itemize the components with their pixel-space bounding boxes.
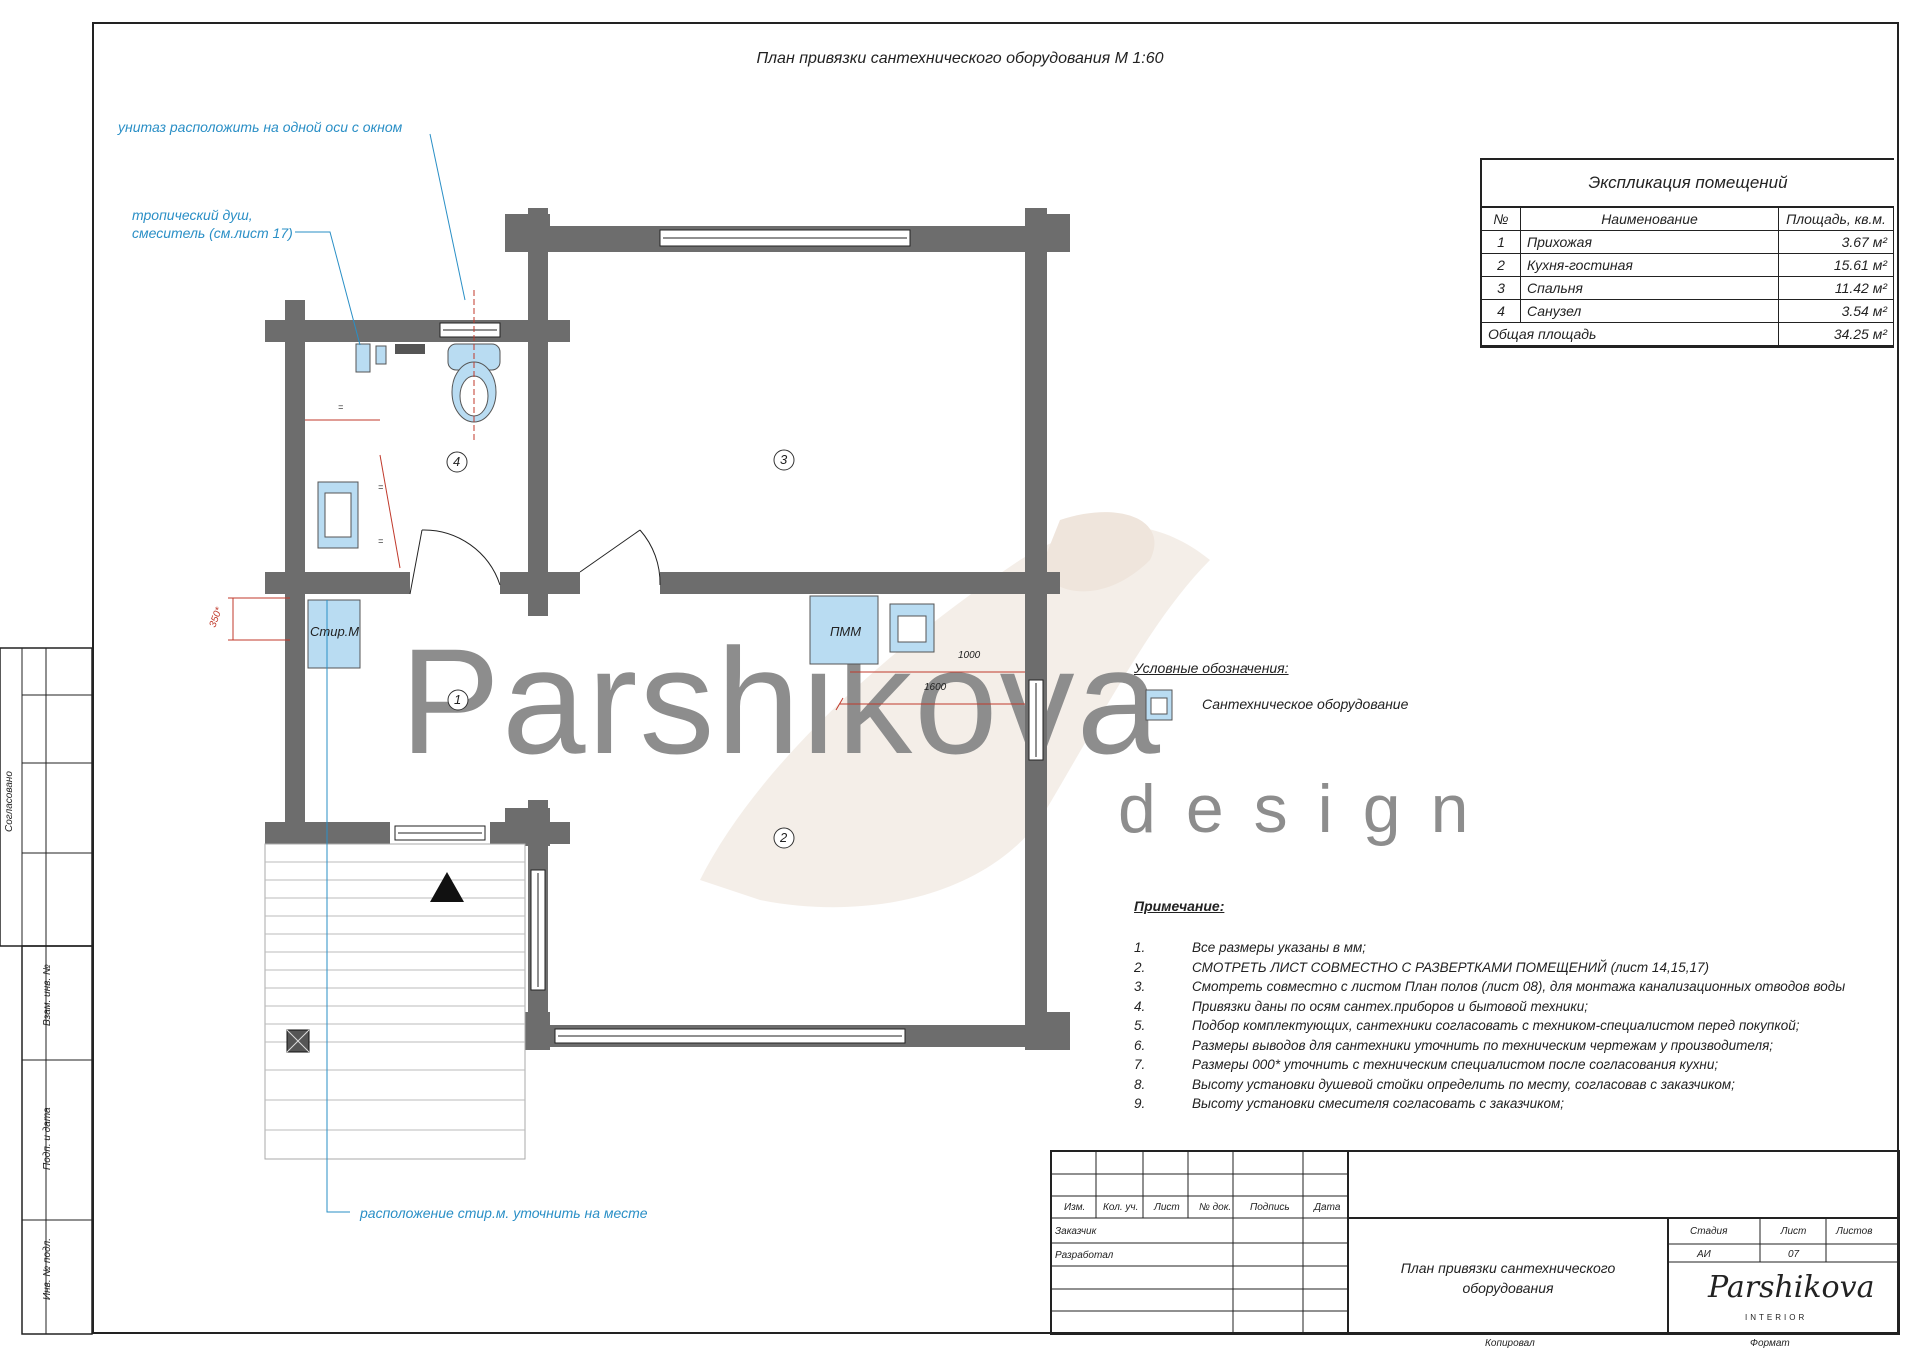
stamp-logo: Parshikova: [1708, 1270, 1875, 1305]
stamp-h-izm: Изм.: [1064, 1202, 1086, 1213]
stamp-logo-sub: INTERIOR: [1745, 1313, 1808, 1322]
dishwasher: [809, 595, 879, 665]
eq-mark-3: =: [378, 536, 384, 546]
dishwasher-label: ПММ: [830, 624, 862, 639]
th-area: Площадь, кв.м.: [1778, 207, 1894, 231]
table-row: 3 Спальня 11.42 м²: [1482, 276, 1894, 300]
list-item: 6.Размеры выводов для сантехники уточнит…: [1134, 1037, 1774, 1053]
stamp-sheet-h: Лист: [1780, 1226, 1807, 1237]
callout-washer: расположение стир.м. уточнить на месте: [360, 1205, 648, 1221]
legend-title: Условные обозначения:: [1134, 660, 1289, 676]
stamp-stage-v: АИ: [1697, 1249, 1711, 1260]
list-item: 5.Подбор комплектующих, сантехники согла…: [1134, 1018, 1800, 1033]
table-row: 4 Санузел 3.54 м²: [1482, 299, 1894, 323]
stamp-h-kol: Кол. уч.: [1103, 1202, 1139, 1213]
table-row: 2 Кухня-гостиная 15.61 м²: [1482, 253, 1894, 277]
entrance-arrow-icon: [430, 872, 464, 902]
list-item: 1.Все размеры указаны в мм;: [1134, 940, 1366, 955]
notes-list: 1.Все размеры указаны в мм; 2.СМОТРЕТЬ Л…: [1134, 938, 1912, 1114]
dim-1000: 1000: [958, 650, 981, 661]
room-1: 1: [454, 692, 462, 707]
notes-title: Примечание:: [1134, 898, 1225, 914]
eq-mark-1: =: [338, 402, 344, 412]
room-2: 2: [780, 830, 788, 845]
list-item: 2.СМОТРЕТЬ ЛИСТ СОВМЕСТНО С РАЗВЕРТКАМИ …: [1134, 959, 1709, 975]
drawing-frame: [92, 22, 1899, 1334]
stamp-h-list: Лист: [1154, 1202, 1180, 1213]
explication-table: Экспликация помещений № Наименование Пло…: [1480, 158, 1894, 348]
list-item: 9.Высоту установки смесителя согласовать…: [1134, 1096, 1564, 1111]
stamp-developer: Разработал: [1055, 1250, 1114, 1261]
room-markers: [446, 449, 795, 849]
table-row: 1 Прихожая 3.67 м²: [1482, 230, 1894, 254]
stamp-h-doc: № док.: [1199, 1202, 1232, 1213]
list-item: 3.Смотреть совместно с листом План полов…: [1134, 979, 1846, 994]
table-row-total: Общая площадь 34.25 м²: [1482, 322, 1894, 346]
walls: [265, 208, 1070, 1050]
washer-label: Стир.М: [310, 624, 360, 639]
window-panes: [398, 237, 1037, 1037]
list-item: 8.Высоту установки душевой стойки опреде…: [1134, 1076, 1735, 1092]
stamp-customer: Заказчик: [1055, 1226, 1097, 1237]
stamp-h-date: Дата: [1314, 1202, 1341, 1213]
callout-shower-l1: тропический душ,: [132, 207, 253, 223]
room-4: 4: [453, 454, 461, 469]
stamp-sheet-v: 07: [1787, 1249, 1800, 1260]
callout-shower-l2: смеситель (см.лист 17): [132, 225, 293, 241]
dim-1600: 1600: [924, 682, 947, 693]
drawing-title: План привязки сантехнического оборудован…: [756, 50, 1164, 67]
room-3: 3: [780, 452, 788, 467]
list-item: 4.Привязки даны по осям сантех.приборов …: [1134, 998, 1589, 1014]
stamp-sheet-title-2: оборудования: [1462, 1280, 1554, 1296]
dimensions: [228, 419, 1025, 711]
stamp-copied: Копировал: [1485, 1338, 1535, 1349]
washing-machine: [307, 599, 361, 669]
stamp-sheet-title-1: План привязки сантехнического: [1400, 1260, 1616, 1276]
callout-toilet: унитаз расположить на одной оси с окном: [118, 119, 403, 135]
porch: [264, 843, 526, 1160]
stamp-sheets-h: Листов: [1836, 1226, 1873, 1237]
eq-mark-2: =: [378, 482, 384, 492]
shower-mixer-icon: [355, 343, 371, 373]
stamp-stage-h: Стадия: [1690, 1226, 1728, 1237]
stamp-format: Формат: [1750, 1338, 1790, 1349]
windows: [394, 229, 1044, 1044]
stamp-h-sign: Подпись: [1250, 1202, 1290, 1213]
explication-caption: Экспликация помещений: [1482, 160, 1894, 207]
watermark-sub: design: [1118, 771, 1499, 847]
legend-item: Сантехническое оборудование: [1202, 696, 1409, 712]
list-item: 7.Размеры 000* уточнить с техническим сп…: [1134, 1057, 1719, 1072]
callout-lines: [295, 133, 466, 1213]
